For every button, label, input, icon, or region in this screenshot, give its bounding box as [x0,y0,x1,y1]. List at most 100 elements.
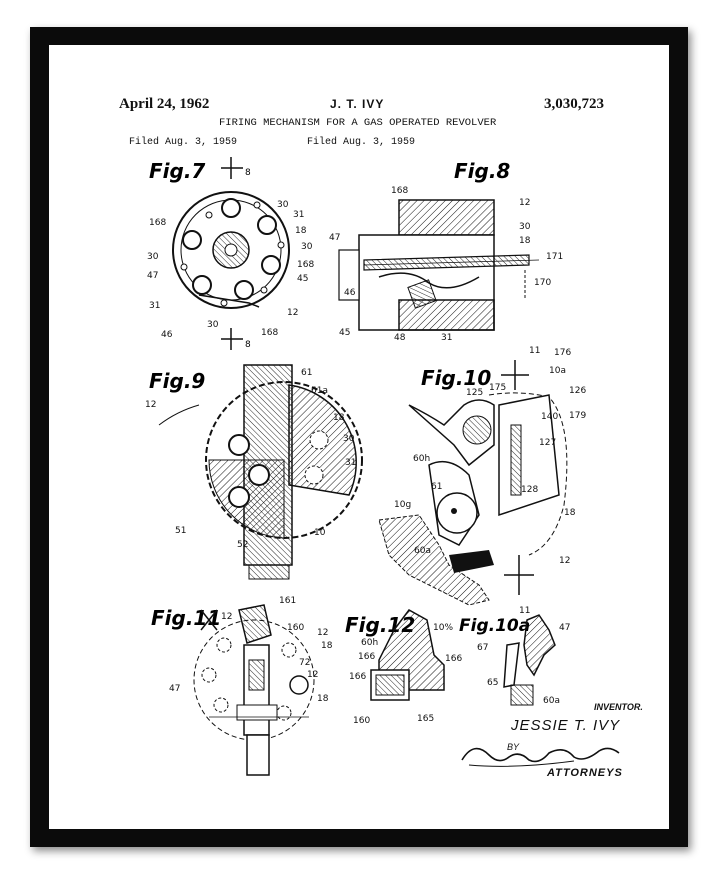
svg-text:168: 168 [149,218,166,228]
svg-text:12: 12 [287,308,298,318]
filed-date-right: Filed Aug. 3, 1959 [307,137,416,148]
svg-text:65: 65 [487,678,498,688]
svg-text:61a: 61a [311,386,328,396]
svg-text:11: 11 [519,606,530,616]
svg-text:12: 12 [221,612,232,622]
svg-text:160: 160 [353,716,370,726]
figure-9: Fig.9 61 61a 18 30 31 10 12 51 52 [145,364,363,580]
figure-8: Fig.8 168 12 30 18 171 170 47 46 45 48 31 [329,159,563,343]
filed-date-left: Filed Aug. 3, 1959 [129,137,238,148]
svg-text:31: 31 [345,458,356,468]
svg-text:125: 125 [466,388,483,398]
patent-title: FIRING MECHANISM FOR A GAS OPERATED REVO… [219,117,497,129]
svg-text:18: 18 [333,413,345,423]
fig10-label: Fig.10 [421,366,491,390]
attorney-signature [461,747,620,767]
svg-text:18: 18 [321,641,333,651]
svg-text:128: 128 [521,485,538,495]
svg-text:168: 168 [297,260,314,270]
svg-text:60a: 60a [414,546,431,556]
svg-text:10a: 10a [549,366,566,376]
svg-text:47: 47 [329,233,340,243]
svg-text:161: 161 [279,596,296,606]
fig8-label: Fig.8 [454,159,510,183]
svg-text:166: 166 [349,672,366,682]
svg-text:12: 12 [519,198,530,208]
svg-text:8: 8 [245,340,251,350]
svg-text:51: 51 [175,526,186,536]
svg-text:47: 47 [559,623,570,633]
svg-text:61: 61 [431,482,442,492]
svg-text:31: 31 [441,333,452,343]
svg-text:60h: 60h [361,638,378,648]
svg-text:166: 166 [445,654,462,664]
svg-text:179: 179 [569,411,586,421]
svg-text:170: 170 [534,278,551,288]
inventor-name: JESSIE T. IVY [511,717,621,734]
patent-sheet: April 24, 1962 J. T. IVY 3,030,723 FIRIN… [49,45,669,829]
svg-text:47: 47 [169,684,180,694]
figure-7: Fig.7 [147,157,314,350]
svg-text:30: 30 [519,222,531,232]
svg-text:171: 171 [546,252,563,262]
attorneys-label: ATTORNEYS [547,767,623,779]
svg-text:72: 72 [299,658,310,668]
fig7-label: Fig.7 [149,159,205,183]
svg-text:175: 175 [489,383,506,393]
svg-text:48: 48 [394,333,406,343]
fig9-label: Fig.9 [149,369,205,393]
picture-frame: April 24, 1962 J. T. IVY 3,030,723 FIRIN… [30,27,688,847]
patent-date: April 24, 1962 [119,96,210,112]
svg-text:45: 45 [297,274,308,284]
svg-text:30: 30 [343,434,355,444]
svg-text:47: 47 [147,271,158,281]
svg-text:160: 160 [287,623,304,633]
fig11-label: Fig.11 [151,606,221,630]
svg-text:168: 168 [261,328,278,338]
svg-text:60h: 60h [413,454,430,464]
svg-text:18: 18 [519,236,531,246]
svg-text:12: 12 [145,400,156,410]
svg-text:60a: 60a [543,696,560,706]
svg-text:18: 18 [295,226,307,236]
svg-text:10%: 10% [433,623,453,633]
patent-inventor-header: J. T. IVY [330,97,385,111]
svg-text:18: 18 [317,694,329,704]
svg-text:52: 52 [237,540,248,550]
svg-text:67: 67 [477,643,488,653]
svg-text:176: 176 [554,348,571,358]
svg-text:31: 31 [149,301,160,311]
svg-text:61: 61 [301,368,312,378]
svg-text:18: 18 [564,508,576,518]
figure-10a: Fig.10a 47 67 65 60a [459,614,570,706]
svg-text:45: 45 [339,328,350,338]
svg-text:140: 140 [541,412,558,422]
svg-text:11: 11 [529,346,540,356]
patent-drawings: Fig.7 [145,157,586,776]
svg-text:10: 10 [314,528,326,538]
svg-text:30: 30 [207,320,219,330]
by-label: BY [507,742,520,752]
svg-text:12: 12 [317,628,328,638]
svg-text:127: 127 [539,438,556,448]
svg-text:12: 12 [559,556,570,566]
svg-text:165: 165 [417,714,434,724]
svg-text:46: 46 [344,288,356,298]
svg-text:126: 126 [569,386,586,396]
patent-number: 3,030,723 [544,96,604,112]
svg-text:30: 30 [147,252,159,262]
inventor-label: INVENTOR. [594,702,643,712]
svg-text:12: 12 [307,670,318,680]
svg-text:8: 8 [245,168,251,178]
fig10a-label: Fig.10a [459,616,530,636]
svg-text:30: 30 [301,242,313,252]
svg-text:30: 30 [277,200,289,210]
svg-text:166: 166 [358,652,375,662]
svg-text:10g: 10g [394,500,411,510]
svg-text:46: 46 [161,330,173,340]
svg-text:168: 168 [391,186,408,196]
svg-text:31: 31 [293,210,304,220]
